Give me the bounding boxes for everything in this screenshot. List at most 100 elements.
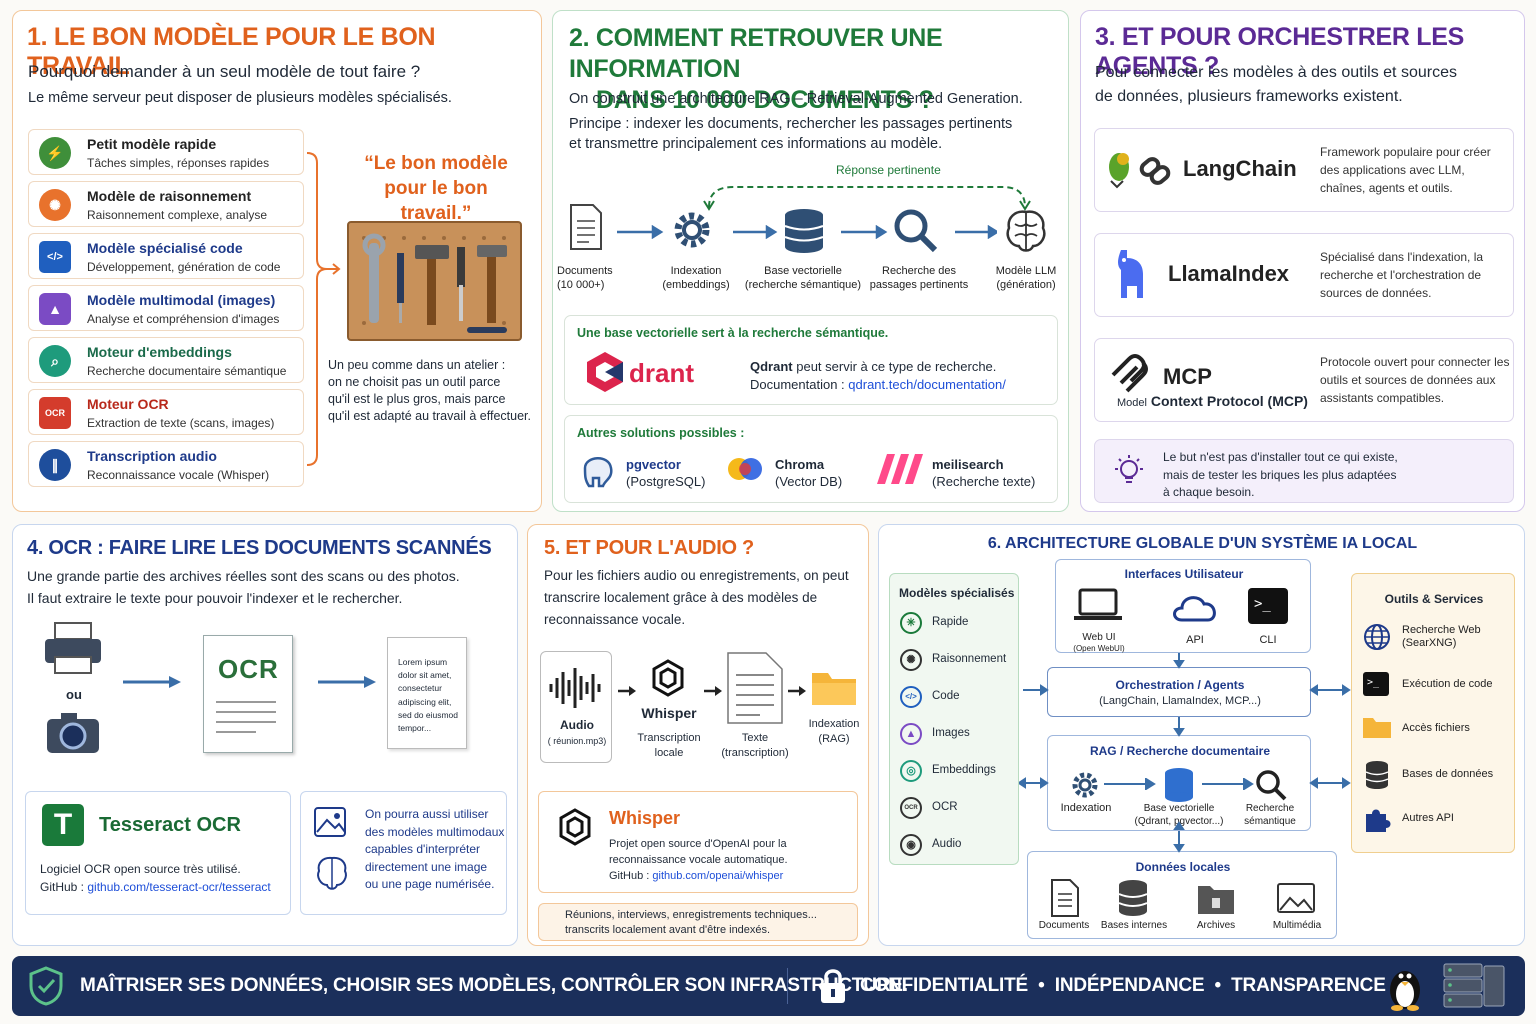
openai-icon <box>652 659 684 697</box>
arrow-icon <box>788 686 806 696</box>
waveform-icon: ∥ <box>39 449 71 481</box>
model-name: Modèle de raisonnement <box>87 188 252 204</box>
qdrant-line: Qdrant peut servir à ce type de recherch… <box>750 359 997 374</box>
model-item: Images <box>932 727 970 739</box>
tool-databases: Bases de données <box>1402 768 1494 780</box>
user-interfaces: Interfaces Utilisateur Web UI(Open WebUI… <box>1055 559 1311 653</box>
panel-agents: 3. ET POUR ORCHESTRER LES AGENTS ? Pour … <box>1080 10 1525 512</box>
question: Pourquoi demander à un seul modèle de to… <box>28 62 421 81</box>
tesseract-logo-icon: T <box>42 804 84 846</box>
framework-llamaindex: LlamaIndex Spécialisé dans l'indexation,… <box>1094 233 1514 317</box>
model-icon: ✳ <box>900 612 922 634</box>
flow-arrows <box>617 225 997 239</box>
multimedia-icon <box>1277 883 1315 913</box>
tesseract-github-link[interactable]: github.com/tesseract-ocr/tesseract <box>87 880 271 894</box>
index-label: Indexation(RAG) <box>808 718 860 745</box>
rag-index-label: Indexation <box>1060 802 1112 814</box>
panel-models: 1. LE BON MODÈLE POUR LE BON TRAVAIL Pou… <box>12 10 542 512</box>
lock-icon <box>821 969 845 1003</box>
database-icon <box>1365 761 1389 789</box>
quote: “Le bon modèle pour le bon travail.” <box>364 153 508 224</box>
panel-title: 5. ET POUR L'AUDIO ? <box>544 537 754 559</box>
arrow-icon <box>123 676 181 688</box>
text-label: Texte(transcription) <box>721 732 789 759</box>
pgvector-elephant-icon <box>583 457 613 488</box>
subtitle: Le même serveur peut disposer de plusieu… <box>28 90 452 106</box>
gear-icon <box>674 212 710 248</box>
tools-services: Outils & Services Recherche Web(SearXNG)… <box>1351 573 1515 853</box>
tool-code-exec: Exécution de code <box>1402 678 1493 690</box>
model-name: Modèle multimodal (images) <box>87 292 276 308</box>
model-desc: Recherche documentaire sémantique <box>87 364 287 378</box>
model-icon: OCR <box>900 797 922 819</box>
model-desc: Extraction de texte (scans, images) <box>87 416 275 430</box>
model-icon: ◉ <box>900 834 922 856</box>
framework-langchain: LangChain Framework populaire pour créer… <box>1094 128 1514 212</box>
camera-icon <box>47 713 99 753</box>
toolboard-image <box>347 221 522 341</box>
llama-icon <box>1118 250 1143 298</box>
openai-icon <box>559 808 591 846</box>
flow-vector-db: Base vectorielle(recherche sémantique) <box>744 265 862 291</box>
ocr-document: OCR <box>203 635 293 753</box>
specialized-models: Modèles spécialisés ✳Rapide✺Raisonnement… <box>889 573 1019 865</box>
panel-title: 3. ET POUR ORCHESTRER LES AGENTS ? <box>1095 23 1464 80</box>
model-name: Petit modèle rapide <box>87 136 217 152</box>
alt-chroma: Chroma(Vector DB) <box>775 457 843 489</box>
terminal-icon: >_ <box>1248 588 1288 624</box>
text-document-icon <box>727 652 783 724</box>
model-item: Rapide <box>932 616 969 628</box>
document-icon <box>1051 879 1079 917</box>
archive-folder-icon <box>1198 886 1234 914</box>
cloud-icon <box>1173 596 1216 622</box>
whisper-github-link[interactable]: github.com/openai/whisper <box>652 870 784 882</box>
tool-other-api: Autres API <box>1402 812 1454 824</box>
model-item: OCR <box>932 801 958 813</box>
lightbulb-icon <box>1115 455 1143 483</box>
model-icon: ▲ <box>900 723 922 745</box>
terminal-icon: >_ <box>1363 672 1389 696</box>
search-icon: ⌕ <box>39 345 71 377</box>
qdrant-logo-icon <box>587 352 623 392</box>
model-icon: ✺ <box>900 649 922 671</box>
database-icon <box>1165 768 1193 802</box>
audio-file: Audio ( réunion.mp3) <box>540 651 612 763</box>
footer-right-text: CONFIDENTIALITÉ • INDÉPENDANCE • TRANSPA… <box>860 975 1386 996</box>
rag-definition: On construit une architecture RAG – Retr… <box>569 91 1023 107</box>
brain-icon: ✺ <box>39 189 71 221</box>
database-icon <box>1118 880 1148 916</box>
api-label: API <box>1186 634 1204 646</box>
model-desc: Reconnaissance vocale (Whisper) <box>87 468 270 482</box>
shield-check-icon <box>29 966 63 1006</box>
response-label: Réponse pertinente <box>836 163 941 177</box>
model-item: Code <box>932 690 960 702</box>
arrow-icon <box>318 676 376 688</box>
qdrant-logo-text: drant <box>629 358 694 388</box>
footer-left-text: MAÎTRISER SES DONNÉES, CHOISIR SES MODÈL… <box>80 975 908 996</box>
whisper-label: Whisper <box>641 705 697 721</box>
panel-ocr: 4. OCR : FAIRE LIRE LES DOCUMENTS SCANNÉ… <box>12 524 518 946</box>
qdrant-doc: Documentation : qdrant.tech/documentatio… <box>750 377 1006 392</box>
printer-icon <box>45 622 101 674</box>
search-icon <box>1256 770 1287 801</box>
qdrant-doc-link[interactable]: qdrant.tech/documentation/ <box>848 377 1006 392</box>
framework-mcp: MCP Model Context Protocol (MCP) Protoco… <box>1094 338 1514 422</box>
subtitle: Pour les fichiers audio ou enregistremen… <box>544 568 849 627</box>
puzzle-icon <box>1366 809 1391 832</box>
tools-icon <box>362 233 507 333</box>
brain-icon <box>317 856 347 890</box>
tool-file-access: Accès fichiers <box>1402 722 1470 734</box>
